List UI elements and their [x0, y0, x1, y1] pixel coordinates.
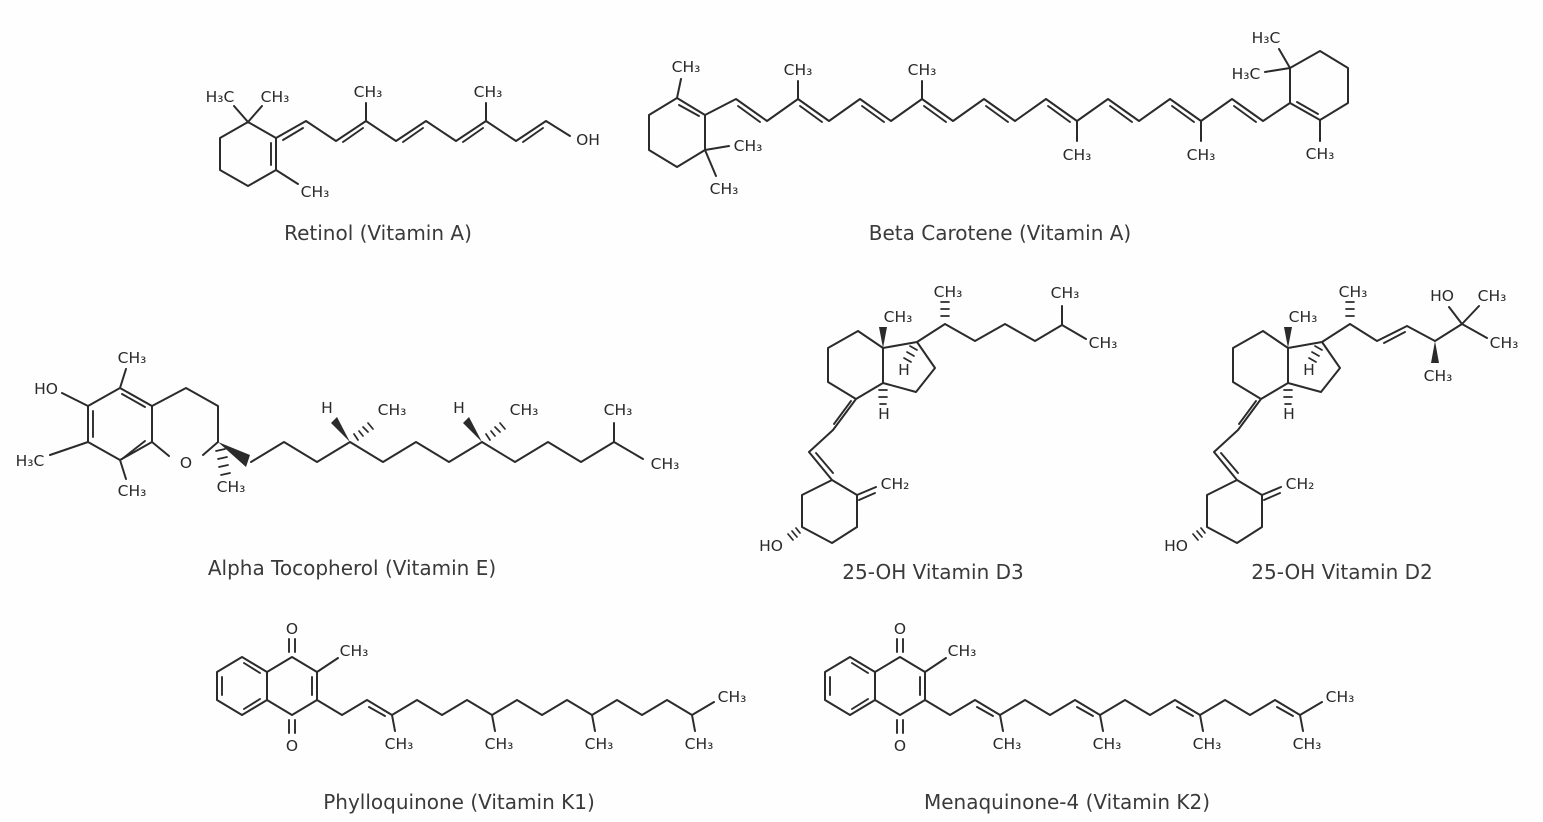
beta-carotene-caption: Beta Carotene (Vitamin A) [869, 221, 1131, 245]
atom-label: CH₃ [604, 401, 633, 419]
atom-label: CH₃ [1306, 145, 1335, 163]
vitamin-d2-caption: 25-OH Vitamin D2 [1251, 560, 1432, 584]
atom-label: CH₃ [908, 61, 937, 79]
vitamin-d2-structure: CH₃ CH₃ HO CH₃ CH₃ CH₃ H H CH₂ HO 25-OH … [1164, 283, 1518, 584]
atom-label: O [894, 620, 906, 638]
vitamin-d3-bonds [801, 305, 1087, 544]
atom-label: CH₃ [118, 482, 147, 500]
vitamin-d3-caption: 25-OH Vitamin D3 [842, 560, 1023, 584]
atom-label: O [180, 454, 192, 472]
atom-label: CH₃ [734, 137, 763, 155]
atom-label: H [321, 399, 333, 417]
atom-label: CH₃ [710, 180, 739, 198]
phylloquinone-structure: O CH₃ O CH₃ CH₃ CH₃ CH₃ CH₃ Phylloquinon… [216, 620, 747, 814]
atom-label: CH₃ [1478, 287, 1507, 305]
menaquinone-bonds [824, 656, 1323, 732]
atom-label: H [1303, 361, 1315, 379]
atom-label: O [286, 620, 298, 638]
retinol-double-bonds [270, 127, 544, 166]
beta-carotene-bonds [648, 48, 1349, 177]
alpha-tocopherol-double-bonds [92, 393, 146, 460]
atom-label: CH₃ [510, 401, 539, 419]
atom-label: CH₃ [354, 83, 383, 101]
atom-label: CH₃ [301, 183, 330, 201]
atom-label: CH₃ [1490, 334, 1519, 352]
retinol-caption: Retinol (Vitamin A) [284, 221, 472, 245]
atom-label: HO [759, 537, 783, 555]
vitamin-d3-double-bonds [815, 400, 876, 501]
alpha-tocopherol-wedges [218, 417, 482, 467]
atom-label: H [453, 399, 465, 417]
alpha-tocopherol-bonds [49, 368, 644, 480]
atom-label: CH₃ [685, 735, 714, 753]
atom-label: O [894, 737, 906, 755]
atom-label: CH₃ [672, 58, 701, 76]
atom-label: CH₃ [385, 735, 414, 753]
vitamin-d3-structure: CH₃ CH₃ CH₃ CH₃ H H CH₂ HO 25-OH Vitamin… [759, 283, 1117, 584]
atom-label: CH₃ [1289, 308, 1318, 326]
atom-label: CH₃ [1339, 283, 1368, 301]
atom-label: HO [1430, 287, 1454, 305]
vitamin-d2-bonds [1206, 305, 1488, 544]
vitamin-d2-double-bonds [1220, 331, 1406, 501]
atom-label: CH₃ [261, 88, 290, 106]
atom-label: CH₃ [474, 83, 503, 101]
vitamin-d2-hash-bonds [1192, 301, 1355, 541]
retinol-structure: H₃C CH₃ CH₃ CH₃ CH₃ OH Retinol (Vitamin … [206, 83, 600, 245]
atom-label: CH₃ [485, 735, 514, 753]
atom-label: CH₃ [1193, 735, 1222, 753]
vitamin-d3-wedges [879, 327, 887, 348]
atom-label: H [878, 405, 890, 423]
atom-label: H₃C [16, 452, 45, 470]
vitamin-d3-hash-bonds [787, 301, 950, 541]
beta-carotene-structure: CH₃ CH₃ CH₃ CH₃ CH₃ CH₃ CH₃ H₃C H₃C CH₃ … [648, 29, 1349, 245]
atom-label: CH₂ [1286, 475, 1315, 493]
atom-label: CH₃ [1293, 735, 1322, 753]
atom-label: CH₃ [1326, 688, 1355, 706]
atom-label: CH₂ [881, 475, 910, 493]
atom-label: CH₃ [1051, 284, 1080, 302]
menaquinone-structure: O CH₃ O CH₃ CH₃ CH₃ CH₃ CH₃ Menaquinone-… [824, 620, 1355, 814]
atom-label: CH₃ [1424, 367, 1453, 385]
alpha-tocopherol-caption: Alpha Tocopherol (Vitamin E) [208, 556, 496, 580]
menaquinone-caption: Menaquinone-4 (Vitamin K2) [924, 790, 1210, 814]
atom-label: CH₃ [118, 349, 147, 367]
atom-label: CH₃ [585, 735, 614, 753]
phylloquinone-bonds [216, 656, 715, 732]
atom-label: CH₃ [340, 642, 369, 660]
atom-label: H₃C [206, 88, 235, 106]
atom-label: H₃C [1252, 29, 1281, 47]
atom-label: CH₃ [651, 455, 680, 473]
phylloquinone-double-bonds [221, 638, 386, 734]
atom-label: CH₃ [1089, 334, 1118, 352]
atom-label: O [286, 737, 298, 755]
atom-label: OH [576, 131, 600, 149]
atom-label: CH₃ [718, 688, 747, 706]
atom-label: H₃C [1232, 65, 1261, 83]
atom-label: CH₃ [1063, 146, 1092, 164]
atom-label: CH₃ [993, 735, 1022, 753]
atom-label: CH₃ [884, 308, 913, 326]
alpha-tocopherol-structure: HO CH₃ H₃C CH₃ O CH₃ H CH₃ H CH₃ CH₃ CH₃… [16, 349, 680, 580]
atom-label: CH₃ [784, 61, 813, 79]
menaquinone-double-bonds [829, 638, 1294, 734]
phylloquinone-caption: Phylloquinone (Vitamin K1) [323, 790, 595, 814]
atom-label: CH₃ [1093, 735, 1122, 753]
atom-label: HO [1164, 537, 1188, 555]
atom-label: H [898, 361, 910, 379]
beta-carotene-double-bonds [678, 101, 1319, 123]
atom-label: H [1283, 405, 1295, 423]
alpha-tocopherol-hash-bonds [215, 422, 506, 476]
atom-label: CH₃ [378, 401, 407, 419]
atom-label: CH₃ [948, 642, 977, 660]
atom-label: HO [34, 380, 58, 398]
atom-label: CH₃ [217, 478, 246, 496]
atom-label: CH₃ [1187, 146, 1216, 164]
atom-label: CH₃ [934, 283, 963, 301]
retinol-bonds [219, 102, 571, 187]
